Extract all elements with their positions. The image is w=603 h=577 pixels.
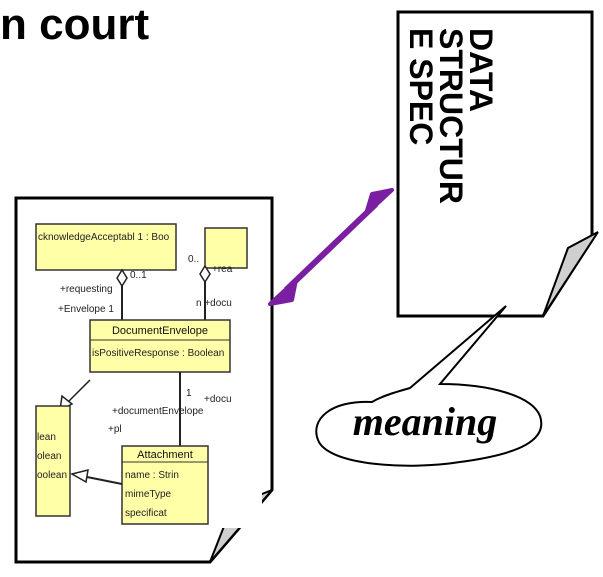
uml-attach-arrow (70, 468, 89, 484)
uml-left-line-3: oolean (37, 470, 67, 481)
uml-class-top-left (35, 223, 177, 271)
meaning-text: meaning (352, 399, 498, 444)
mapping-arrow (268, 188, 394, 306)
uml-attachment-attr-2: mimeType (125, 489, 172, 500)
uml-attachment-attr-1: name : Strin (125, 470, 179, 481)
meaning-bubble (315, 305, 543, 467)
uml-requesting-label: +requesting (60, 284, 113, 295)
uml-class-top-right (204, 227, 248, 269)
uml-left-line-2: olean (37, 451, 61, 462)
spec-document-text: DATA STRUCTUR E SPEC (403, 28, 499, 204)
mapping-arrowhead-right (364, 188, 394, 216)
uml-document-envelope-name: DocumentEnvelope (112, 325, 208, 337)
spec-document (396, 10, 599, 318)
uml-attachment-name: Attachment (137, 449, 193, 461)
uml-diamond-1 (116, 268, 128, 288)
slide-title: n court (0, 0, 150, 49)
uml-top-right-label: 0.. (188, 254, 199, 265)
mapping-arrow-shaft (283, 201, 379, 293)
uml-document: cknowledgeAcceptabl 1 : Boo 0.. 0..1 +re… (14, 196, 274, 564)
spec-line-1: DATA (463, 28, 499, 113)
uml-attachment-attr-3: specificat (125, 508, 167, 519)
uml-class-document-envelope (89, 319, 231, 373)
uml-pl-label: +pl (108, 424, 122, 435)
uml-class-left-partial (35, 405, 71, 517)
uml-document-envelope-attr: isPositiveResponse : Boolean (92, 348, 224, 359)
uml-mult-label: 0..1 (130, 270, 147, 281)
uml-doc-label-1: +docu (204, 394, 232, 405)
uml-class-attachment (121, 445, 209, 525)
uml-top-left-label: cknowledgeAcceptabl 1 : Boo (38, 232, 170, 243)
spec-line-3: E SPEC (403, 28, 439, 146)
spec-document-page-fold (542, 231, 599, 317)
uml-n-docu-label: n +docu (196, 298, 232, 309)
uml-rea-label: +rea (212, 264, 233, 275)
uml-diamond-2 (199, 264, 211, 284)
uml-diagram-image: cknowledgeAcceptabl 1 : Boo 0.. 0..1 +re… (35, 212, 262, 528)
uml-one-label: 1 (186, 388, 192, 399)
uml-envelope-label: +Envelope 1 (58, 304, 114, 315)
uml-left-line-1: lean (37, 432, 56, 443)
uml-doc-label-2: +documentEnvelope (112, 406, 204, 417)
meaning-callout (315, 305, 543, 467)
spec-line-2: STRUCTUR (433, 28, 469, 204)
mapping-arrowhead-left (268, 278, 298, 306)
